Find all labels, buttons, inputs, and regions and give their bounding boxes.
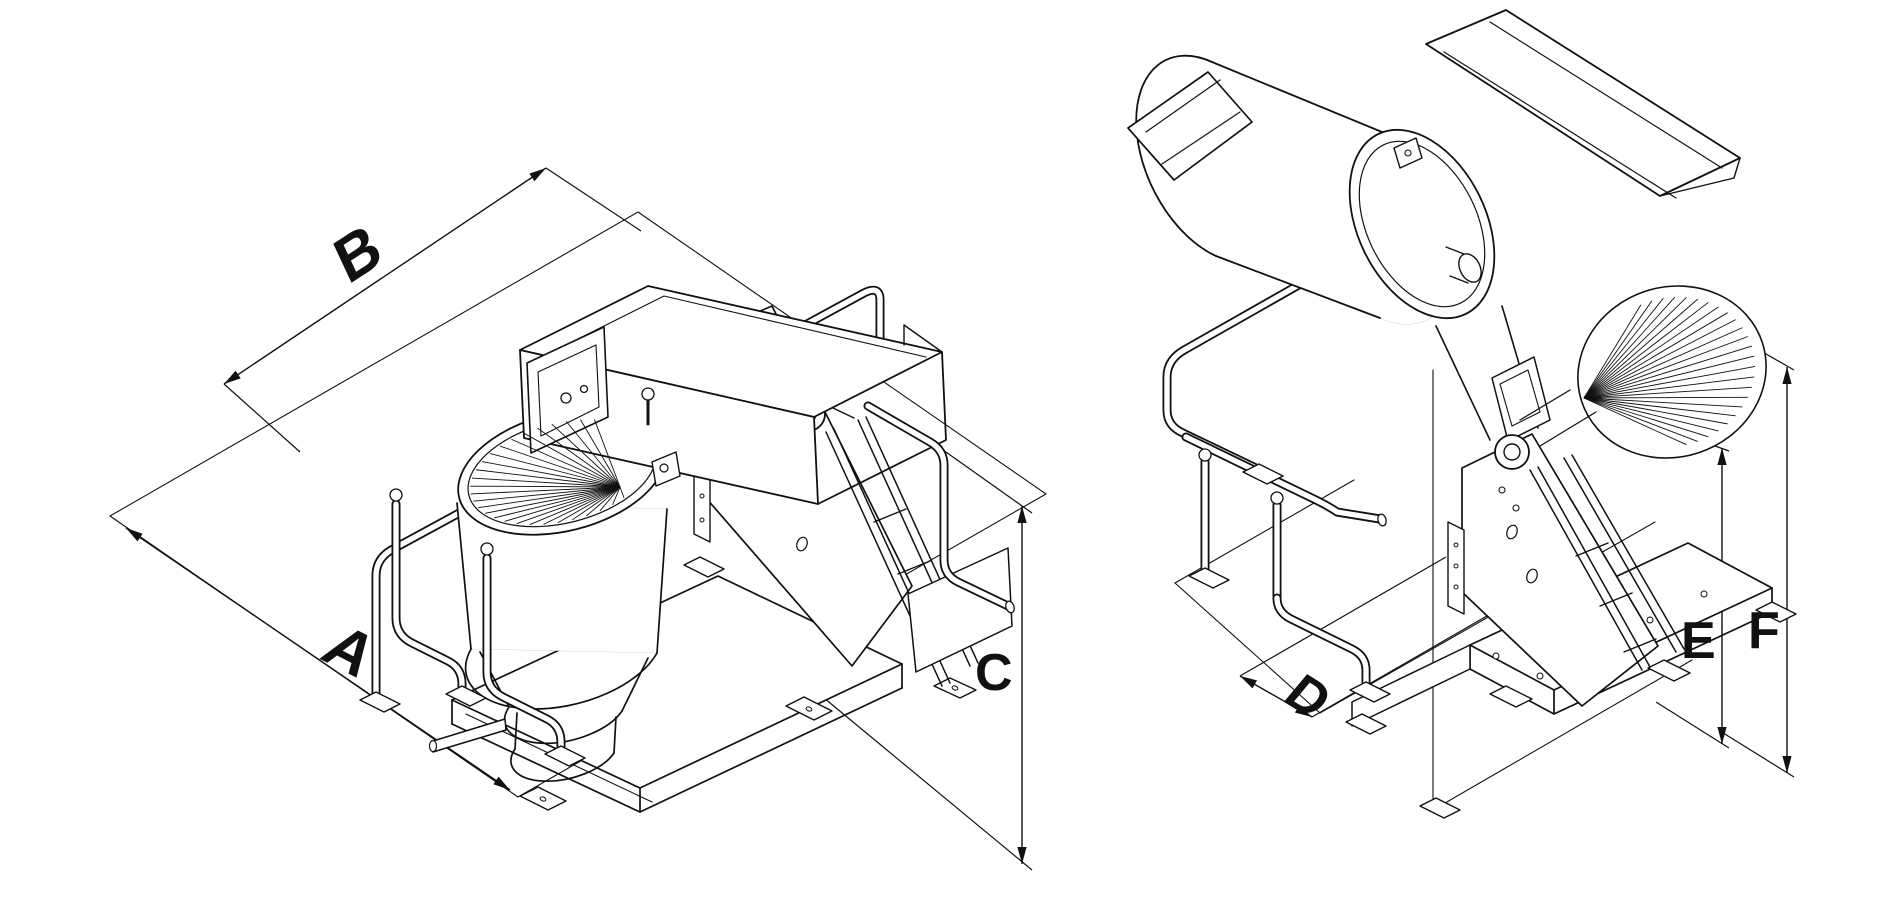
dim-label-b: B [325,211,392,298]
dim-label-e: E [1681,612,1716,670]
dim-label-c: C [975,644,1013,702]
dim-label-f: F [1748,602,1780,660]
guard-rails-front [359,387,1391,767]
bowl-safety-grids [470,285,1767,526]
dim-label-d: D [1273,665,1342,730]
